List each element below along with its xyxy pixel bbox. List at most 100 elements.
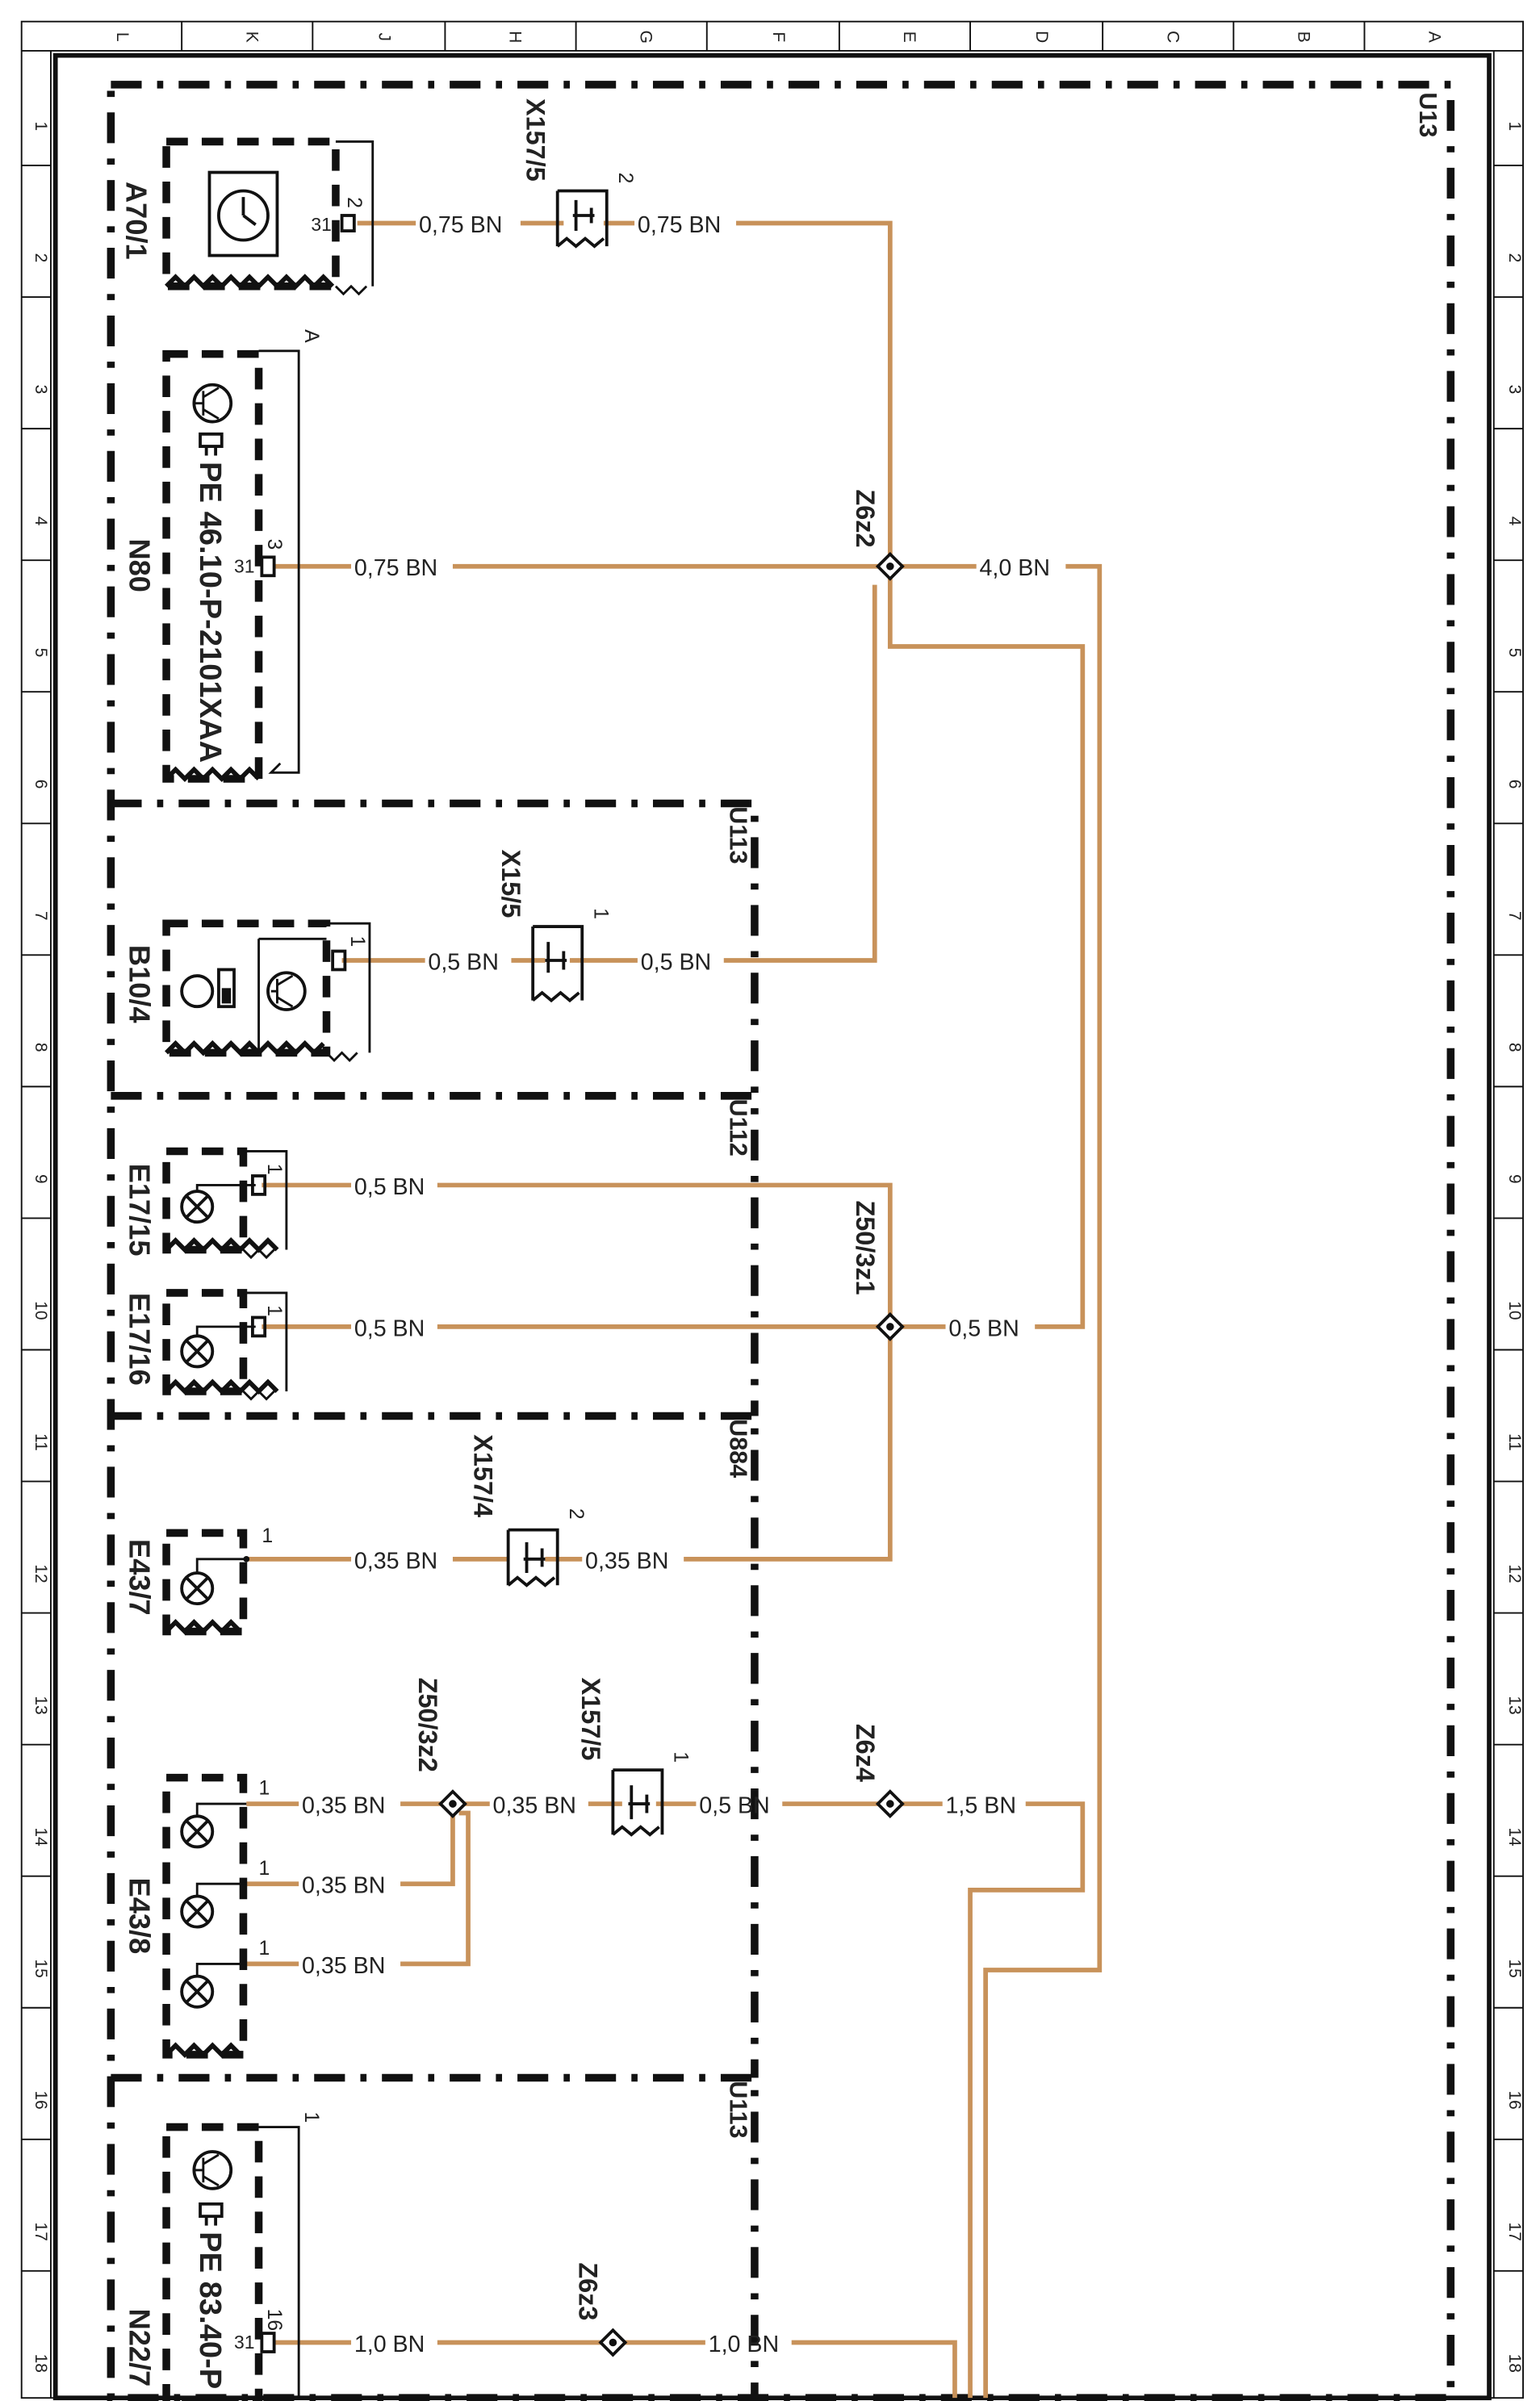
col-label-b: B — [1294, 31, 1312, 43]
wire-label-z50-3z2-out: 0,35 BN — [493, 1793, 576, 1819]
wire-z6z2-out — [899, 563, 1103, 2399]
junction-z50-3z1 — [875, 1311, 905, 1341]
row-label-10: 10 — [31, 1301, 50, 1320]
junction-z6z3 — [598, 2328, 628, 2357]
row-label-15: 15 — [1505, 1959, 1524, 1977]
hand-pointer-icon — [199, 2202, 224, 2226]
connector-label-x157-5a: X157/5 — [521, 98, 550, 182]
zone-u113b-box — [111, 2073, 759, 2399]
zone-label-u13: U13 — [1414, 92, 1442, 137]
junction-z6z4 — [875, 1789, 905, 1819]
pin-x157-4-2: 2 — [565, 1508, 587, 1520]
col-label-f: F — [769, 31, 788, 42]
wire-label-n22: 1,0 BN — [354, 2332, 425, 2357]
wire-label-x157a: 0,75 BN — [638, 212, 721, 238]
junction-label-z50-3z2: Z50/3z2 — [413, 1678, 442, 1772]
heater-element-icon — [180, 968, 236, 1009]
col-label-j: J — [375, 33, 393, 41]
wire-label-a70: 0,75 BN — [419, 212, 502, 238]
row-label-9: 9 — [1505, 1174, 1524, 1184]
col-label-k: K — [242, 31, 261, 43]
row-label-4: 4 — [1505, 517, 1524, 526]
row-label-5: 5 — [31, 648, 50, 658]
lamp-icon — [180, 1974, 215, 2009]
zone-label-u113b: U113 — [724, 2081, 751, 2138]
pin-n22-16: 16 — [263, 2309, 285, 2332]
junction-label-z6z2: Z6z2 — [851, 489, 880, 547]
clock-icon — [217, 189, 270, 242]
connector-x157-5b — [611, 1768, 664, 1837]
component-n22-7 — [162, 2123, 300, 2401]
row-label-4: 4 — [31, 517, 50, 526]
pin-n22-31: 31 — [234, 2332, 254, 2353]
junction-label-z6z3: Z6z3 — [573, 2262, 602, 2320]
wire-label-n80: 0,75 BN — [354, 555, 437, 581]
row-label-5: 5 — [1505, 648, 1524, 658]
row-label-14: 14 — [31, 1827, 50, 1847]
component-label-e43-8: E43/8 — [123, 1878, 156, 1955]
component-e17-15 — [162, 1147, 288, 1260]
col-label-g: G — [637, 31, 655, 44]
component-label-n80: N80 — [123, 538, 156, 592]
wire-label-e17-16: 0,5 BN — [354, 1316, 425, 1341]
zone-label-u884: U884 — [724, 1419, 751, 1478]
row-label-8: 8 — [31, 1043, 50, 1052]
lamp-icon — [180, 1190, 215, 1224]
pin-n22-1: 1 — [300, 2111, 322, 2123]
row-label-17: 17 — [31, 2223, 50, 2241]
document-ref-n80: PE 46.10-P-2101XAA — [193, 462, 228, 763]
column-labels: L K J H G F E D C B A — [113, 31, 1444, 44]
wire-label-x157-5b: 0,5 BN — [699, 1793, 769, 1819]
row-label-16: 16 — [31, 2091, 50, 2110]
zone-u112-box — [111, 1092, 759, 1416]
col-label-e: E — [900, 31, 919, 43]
row-label-12: 12 — [31, 1564, 50, 1583]
lamp-icon — [180, 1571, 215, 1606]
pin-x157-5a-2: 2 — [614, 173, 636, 184]
col-label-l: L — [113, 32, 132, 42]
hand-pointer-icon — [199, 432, 224, 456]
component-a70-1 — [162, 137, 375, 296]
document-ref-n22-7: PE 83.40-P — [193, 2232, 228, 2389]
row-label-9: 9 — [31, 1174, 50, 1184]
component-e17-16 — [162, 1289, 288, 1401]
pin-n80-31: 31 — [234, 555, 254, 576]
zone-u884-box — [111, 1412, 759, 2078]
row-label-2: 2 — [31, 253, 50, 263]
wire-e17-15 — [262, 1182, 893, 1318]
row-label-2: 2 — [1505, 253, 1524, 263]
col-label-c: C — [1163, 31, 1182, 43]
component-label-e43-7: E43/7 — [123, 1539, 156, 1616]
row-label-18: 18 — [1505, 2354, 1524, 2373]
pin-n80-3: 3 — [263, 538, 285, 550]
pin-e43-8-1a: 1 — [259, 1778, 270, 1800]
junctions — [437, 551, 905, 2357]
row-label-6: 6 — [31, 780, 50, 789]
wire-label-x157-4: 0,35 BN — [585, 1548, 668, 1574]
col-label-h: H — [506, 31, 525, 43]
connector-x157-4 — [506, 1528, 559, 1587]
zone-u13-box — [107, 81, 1455, 2401]
column-grid — [181, 21, 1366, 51]
drawing-frame — [20, 20, 1524, 2401]
pin-x15-5-1: 1 — [589, 908, 611, 919]
wire-label-z6z4-out: 1,5 BN — [946, 1793, 1016, 1819]
row-label-11: 11 — [1505, 1433, 1524, 1451]
component-n80 — [162, 349, 300, 783]
row-label-16: 16 — [1505, 2091, 1524, 2110]
pin-e17-16-1: 1 — [263, 1305, 285, 1316]
junction-label-z6z4: Z6z4 — [851, 1724, 880, 1782]
row-label-15: 15 — [31, 1959, 50, 1977]
component-label-e17-16: E17/16 — [123, 1293, 156, 1386]
wire-label-z50-3z1: 0,5 BN — [948, 1316, 1019, 1341]
row-label-3: 3 — [1505, 385, 1524, 395]
wire-label-e43-7: 0,35 BN — [354, 1548, 437, 1574]
row-label-13: 13 — [31, 1696, 50, 1714]
component-e43-7 — [162, 1529, 250, 1636]
wire-e43-8-b — [246, 1813, 455, 1887]
connector-label-x157-5b: X157/5 — [576, 1678, 605, 1761]
component-label-e17-15: E17/15 — [123, 1164, 156, 1257]
component-e43-8 — [162, 1773, 248, 2059]
wire-label-e17-15: 0,5 BN — [354, 1174, 425, 1200]
